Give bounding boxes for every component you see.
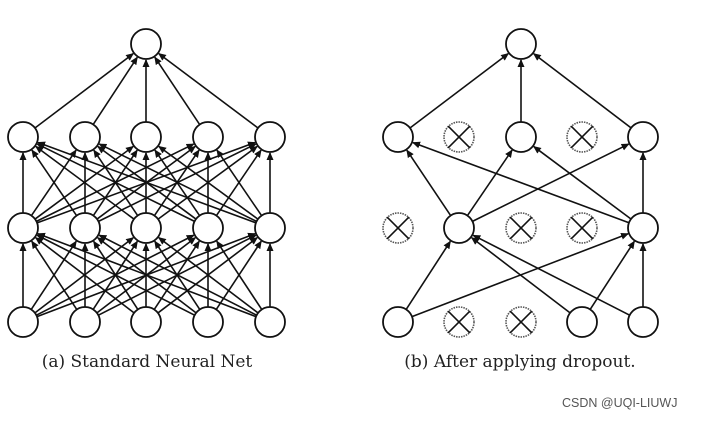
connection-arrow [37,141,257,224]
dropped-neuron-icon [382,212,414,244]
dropped-neuron-icon [505,306,537,338]
connection-arrow [37,232,257,318]
connection-arrow [405,240,451,310]
neuron [7,306,39,338]
neuron [505,28,537,60]
connection-arrow [34,53,135,129]
connection-arrow [472,234,631,316]
connection-arrow [216,240,263,310]
neuron [566,306,598,338]
neuron [505,121,537,153]
dropped-neuron-icon [566,121,598,153]
dropped-neuron-icon [505,212,537,244]
neuron [69,306,101,338]
connection-arrow [98,234,257,316]
neuron [254,306,286,338]
neuron [130,212,162,244]
neuron [627,121,659,153]
connection-arrow [98,143,257,223]
neuron [192,212,224,244]
connection-arrow [532,53,632,129]
neuron [192,306,224,338]
neuron [382,306,414,338]
neuron [627,212,659,244]
neuron [254,212,286,244]
caption-standard-net: (a) Standard Neural Net [41,352,253,372]
neuron [130,306,162,338]
dropped-neuron-icon [443,121,475,153]
connection-arrow [36,143,195,223]
connection-arrow [470,237,571,314]
connection-arrow [216,149,263,217]
neuron [69,121,101,153]
connection-arrow [412,141,630,224]
connection-arrow [158,145,259,220]
connection-arrow [34,237,135,314]
connection-arrow [157,237,259,314]
neuron [69,212,101,244]
connection-arrow [36,234,195,316]
standard-neural-net [7,28,286,338]
dropout-neural-net [382,28,659,338]
neuron [130,121,162,153]
neuron [7,121,39,153]
neuron [192,121,224,153]
neuron [7,212,39,244]
caption-dropout-net: (b) After applying dropout. [404,352,636,372]
connection-arrow [158,52,259,129]
connection-arrow [154,56,201,125]
neuron [382,121,414,153]
connection-arrow [31,149,78,217]
connection-arrow [409,53,510,129]
neuron [130,28,162,60]
watermark: CSDN @UQI-LIUWJ [562,396,678,410]
connection-arrow [466,149,513,217]
neuron [627,306,659,338]
connection-arrow [472,143,630,223]
connection-arrow [92,56,138,125]
connection-arrow [35,145,135,220]
connection-arrow [31,240,78,310]
neuron [254,121,286,153]
connection-arrow [533,145,632,220]
dropped-neuron-icon [566,212,598,244]
neuron [443,212,475,244]
connection-arrow [406,149,452,216]
dropped-neuron-icon [443,306,475,338]
